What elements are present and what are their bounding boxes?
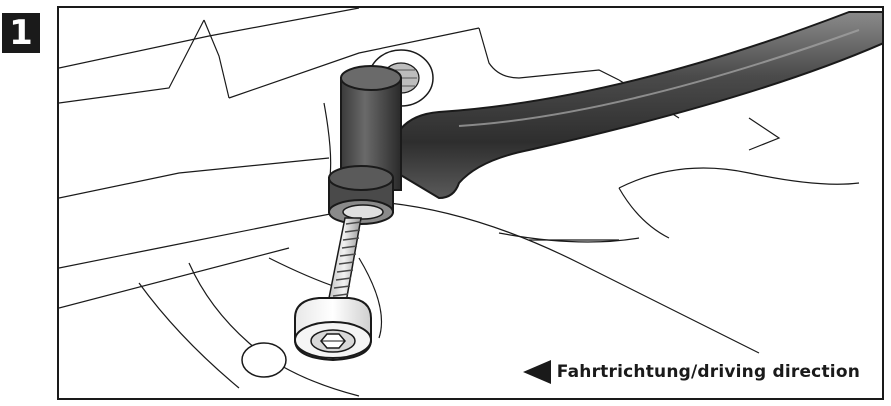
socket-head-screw (294, 297, 372, 362)
caption-label: Fahrtrichtung/driving direction (556, 362, 860, 382)
stabilizer-bar (387, 11, 882, 200)
chassis-outline (59, 8, 860, 397)
triangle-left-icon (522, 360, 551, 384)
assembly-illustration (59, 8, 882, 397)
driving-direction-caption: Fahrtrichtung/driving direction (522, 360, 860, 384)
hole-outline (241, 342, 287, 378)
bushing-sleeve (328, 65, 402, 225)
step-number-badge: 1 (2, 13, 40, 53)
threaded-bolt (326, 217, 362, 309)
illustration-frame: Fahrtrichtung/driving direction (57, 6, 884, 400)
